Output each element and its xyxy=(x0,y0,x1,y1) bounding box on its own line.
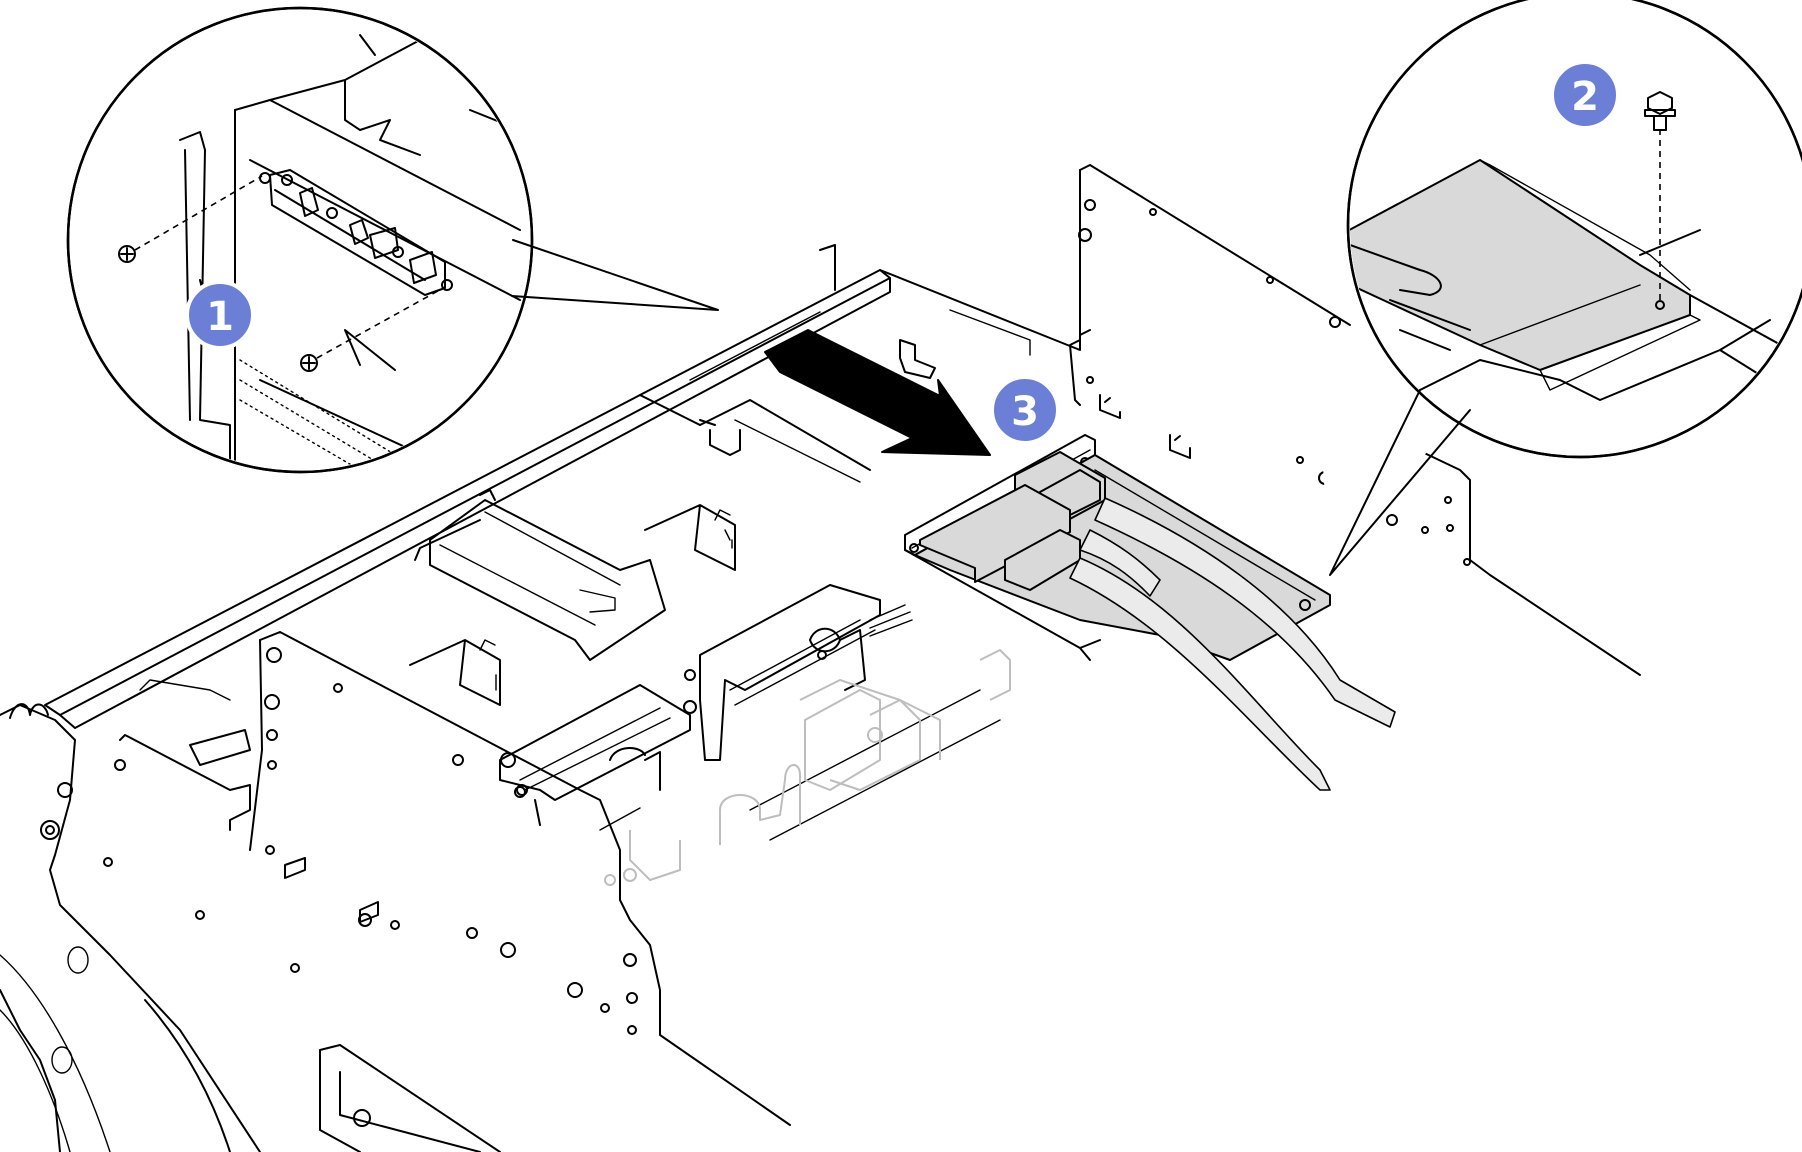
callout-2: 2 xyxy=(1550,60,1620,130)
detail-view-2 xyxy=(1320,0,1802,576)
interior-components xyxy=(409,339,1001,841)
chassis-side-panel xyxy=(259,631,791,1126)
removal-direction-arrow xyxy=(764,329,991,456)
drive-backplane xyxy=(699,584,881,761)
module-cable-1 xyxy=(1094,497,1396,728)
management-module xyxy=(904,434,1396,791)
module-cable-2 xyxy=(1069,557,1331,791)
air-baffle xyxy=(429,499,666,661)
hex-screw-icon xyxy=(1644,91,1676,131)
callout-1-label: 1 xyxy=(206,294,234,340)
hidden-components xyxy=(604,649,1011,886)
chassis-front-panel xyxy=(0,704,261,1152)
chassis-rear-wall xyxy=(819,244,1091,351)
io-port-panel xyxy=(269,169,446,296)
screw-icon xyxy=(118,245,136,263)
callout-3-label: 3 xyxy=(1011,389,1039,435)
detail-view-1 xyxy=(66,6,720,474)
chassis xyxy=(0,244,1091,1152)
rear-panel xyxy=(1069,164,1641,676)
callout-1: 1 xyxy=(185,280,255,350)
callout-2-label: 2 xyxy=(1571,74,1599,120)
callout-3: 3 xyxy=(990,375,1060,445)
screw-icon xyxy=(300,354,318,372)
